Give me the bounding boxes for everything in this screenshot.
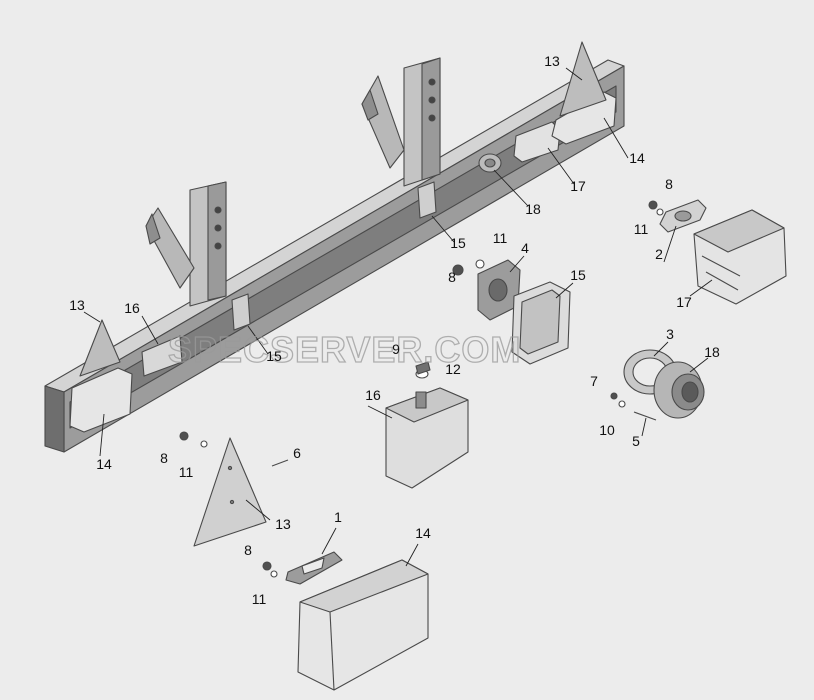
callout-1: 1 bbox=[334, 509, 342, 525]
callout-15: 15 bbox=[570, 267, 586, 283]
callout-17: 17 bbox=[676, 294, 692, 310]
callout-9: 9 bbox=[392, 341, 400, 357]
callout-8: 8 bbox=[665, 176, 673, 192]
callout-18: 18 bbox=[525, 201, 541, 217]
callout-13: 13 bbox=[69, 297, 85, 313]
callout-11: 11 bbox=[252, 591, 267, 607]
callout-13: 13 bbox=[275, 516, 291, 532]
bracket-right bbox=[361, 57, 441, 187]
callout-7: 7 bbox=[590, 373, 598, 389]
callout-13: 13 bbox=[544, 53, 560, 69]
bracket-left bbox=[145, 181, 227, 307]
callout-11: 11 bbox=[493, 230, 508, 246]
watermark: SPECSERVER.COM bbox=[168, 329, 521, 370]
callout-18: 18 bbox=[704, 344, 720, 360]
callout-5: 5 bbox=[632, 433, 640, 449]
plate-lamp-16 bbox=[385, 361, 469, 489]
beam-mounted-parts bbox=[69, 41, 617, 433]
callout-14: 14 bbox=[629, 150, 645, 166]
rear-lamp-17 bbox=[693, 209, 787, 305]
callout-17: 17 bbox=[570, 178, 586, 194]
gasket-4 bbox=[452, 259, 521, 321]
license-lamp-15 bbox=[511, 281, 571, 365]
callout-8: 8 bbox=[160, 450, 168, 466]
callout-4: 4 bbox=[521, 240, 529, 256]
callout-10: 10 bbox=[599, 422, 615, 438]
callout-15: 15 bbox=[450, 235, 466, 251]
fasteners-upper-right bbox=[648, 200, 664, 216]
callout-16: 16 bbox=[124, 300, 140, 316]
callout-14: 14 bbox=[96, 456, 112, 472]
reflector-triangle-13 bbox=[179, 431, 289, 547]
gasket-2 bbox=[659, 199, 707, 233]
callout-11: 11 bbox=[634, 221, 649, 237]
callout-14: 14 bbox=[415, 525, 431, 541]
callout-2: 2 bbox=[655, 246, 663, 262]
callout-16: 16 bbox=[365, 387, 381, 403]
leader-lines bbox=[83, 67, 713, 567]
trailer-socket-18 bbox=[610, 361, 705, 421]
callout-11: 11 bbox=[179, 464, 194, 480]
callout-3: 3 bbox=[666, 326, 674, 342]
callout-6: 6 bbox=[293, 445, 301, 461]
bumper-beam bbox=[44, 59, 625, 453]
callout-12: 12 bbox=[445, 361, 461, 377]
rear-lamp-14 bbox=[297, 559, 429, 691]
callout-8: 8 bbox=[448, 269, 456, 285]
gasket-1 bbox=[262, 551, 343, 585]
callout-15: 15 bbox=[266, 348, 282, 364]
callout-8: 8 bbox=[244, 542, 252, 558]
